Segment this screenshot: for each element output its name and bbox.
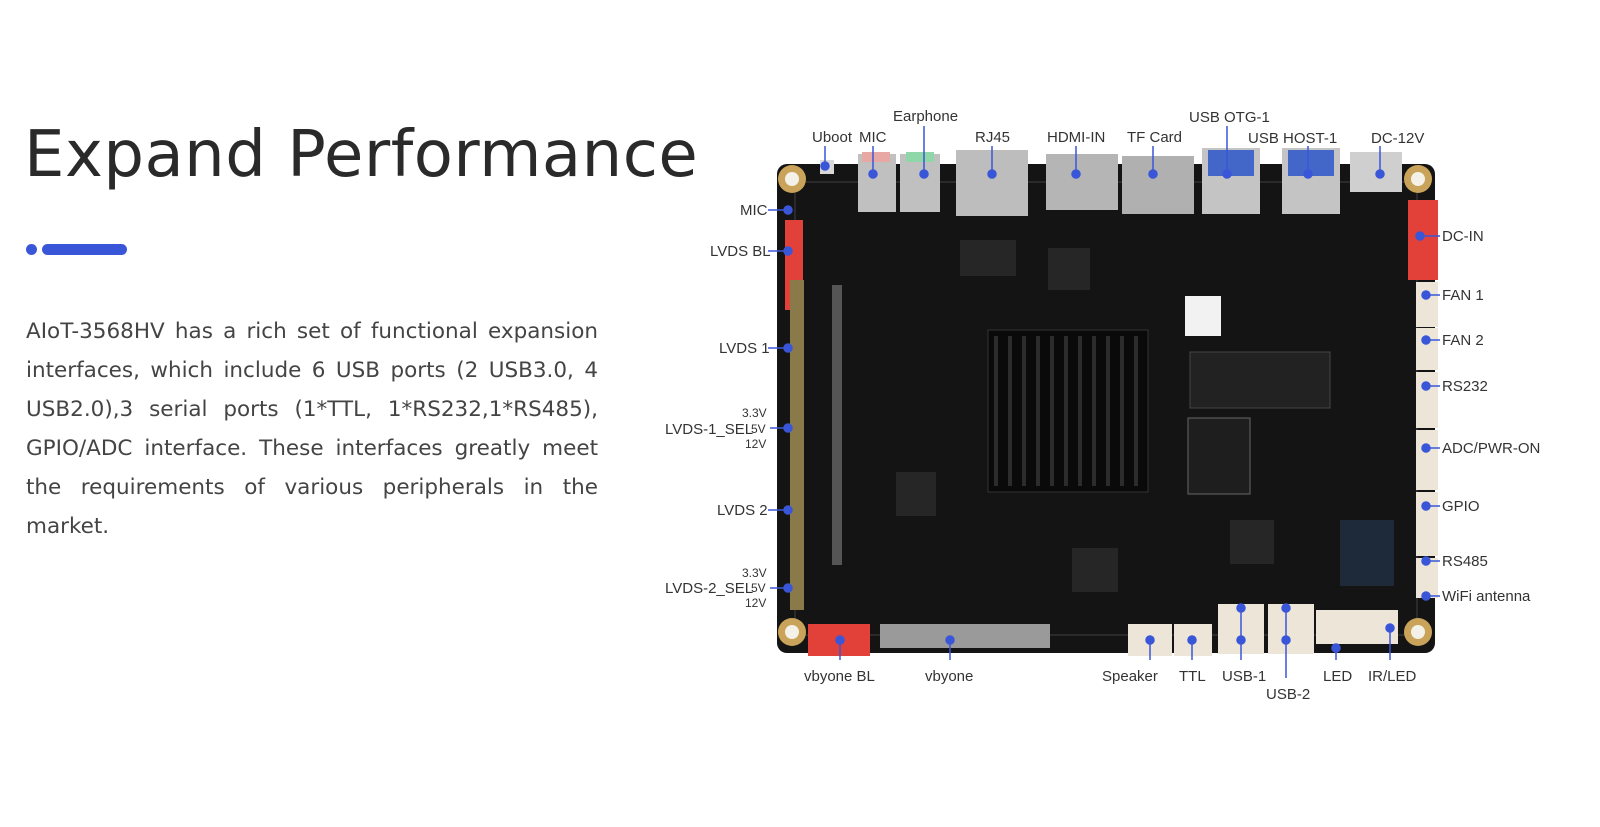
chip (960, 240, 1016, 276)
leader-lines (768, 126, 1440, 678)
label-lvds-bl: LVDS BL (710, 243, 771, 260)
tf-card-slot (1122, 156, 1194, 214)
emmc-chip (1187, 417, 1251, 495)
label-lvds2-3v3: 3.3V (742, 566, 767, 580)
label-uboot: Uboot (812, 129, 853, 146)
qr-sticker (1185, 296, 1221, 336)
dc-in-connector (1408, 200, 1438, 280)
gpio-connector (1416, 492, 1438, 556)
board-diagram: Uboot MIC Earphone RJ45 HDMI-IN TF Card … (660, 100, 1560, 720)
page-title: Expand Performance (24, 118, 699, 192)
label-hdmi-in: HDMI-IN (1047, 129, 1105, 146)
label-tf-card: TF Card (1127, 129, 1182, 146)
label-usb2: USB-2 (1266, 686, 1310, 703)
label-usb-host: USB HOST-1 (1248, 130, 1337, 147)
label-lvds1-sel: LVDS-1_SEL (665, 421, 753, 438)
usb2-connector (1268, 604, 1314, 654)
label-ir-led: IR/LED (1368, 668, 1417, 685)
lvds-header-b (832, 285, 842, 565)
label-usb1: USB-1 (1222, 668, 1266, 685)
label-vbyone-bl: vbyone BL (804, 668, 875, 685)
fan1-connector (1416, 282, 1438, 327)
rs232-connector (1416, 372, 1438, 428)
label-mic-top: MIC (859, 129, 887, 146)
label-fan2: FAN 2 (1442, 332, 1484, 349)
rs485-connector (1416, 558, 1438, 598)
label-lvds1-12v: 12V (745, 437, 766, 451)
label-adc: ADC/PWR-ON (1442, 440, 1540, 457)
wifi-module (1340, 520, 1394, 586)
label-usb-otg: USB OTG-1 (1189, 109, 1270, 126)
label-rs485: RS485 (1442, 553, 1488, 570)
label-gpio: GPIO (1442, 498, 1480, 515)
label-dc-12v: DC-12V (1371, 130, 1424, 147)
label-mic-left: MIC (740, 202, 768, 219)
label-earphone: Earphone (893, 108, 958, 125)
lvds-header (790, 280, 804, 610)
mic-jack (858, 154, 896, 212)
chip (1048, 248, 1090, 290)
label-vbyone: vbyone (925, 668, 973, 685)
description-text: AIoT-3568HV has a rich set of functional… (26, 319, 598, 539)
label-lvds2-12v: 12V (745, 596, 766, 610)
earphone-jack (900, 154, 940, 212)
label-rs232: RS232 (1442, 378, 1488, 395)
vbyone-connector (880, 624, 1050, 648)
label-lvds1-3v3: 3.3V (742, 406, 767, 420)
accent-bar (42, 244, 127, 255)
m2-slot (1189, 351, 1331, 409)
fan2-connector (1416, 328, 1438, 370)
label-lvds1-5v: 5V (751, 422, 766, 436)
chip (1230, 520, 1274, 564)
chip (896, 472, 936, 516)
label-lvds2-5v: 5V (751, 581, 766, 595)
label-lvds2-sel: LVDS-2_SEL (665, 580, 753, 597)
label-fan1: FAN 1 (1442, 287, 1484, 304)
label-ttl: TTL (1179, 668, 1206, 685)
adc-connector (1416, 430, 1438, 490)
label-lvds1: LVDS 1 (719, 340, 770, 357)
hdmi-in-port (1046, 154, 1118, 210)
label-dc-in: DC-IN (1442, 228, 1484, 245)
label-led: LED (1323, 668, 1352, 685)
label-wifi: WiFi antenna (1442, 588, 1531, 605)
accent-dot (26, 244, 37, 255)
chip (1072, 548, 1118, 592)
board-svg: Uboot MIC Earphone RJ45 HDMI-IN TF Card … (665, 108, 1540, 703)
label-lvds2: LVDS 2 (717, 502, 768, 519)
ir-led-connector (1316, 610, 1398, 644)
label-rj45: RJ45 (975, 129, 1010, 146)
label-speaker: Speaker (1102, 668, 1158, 685)
